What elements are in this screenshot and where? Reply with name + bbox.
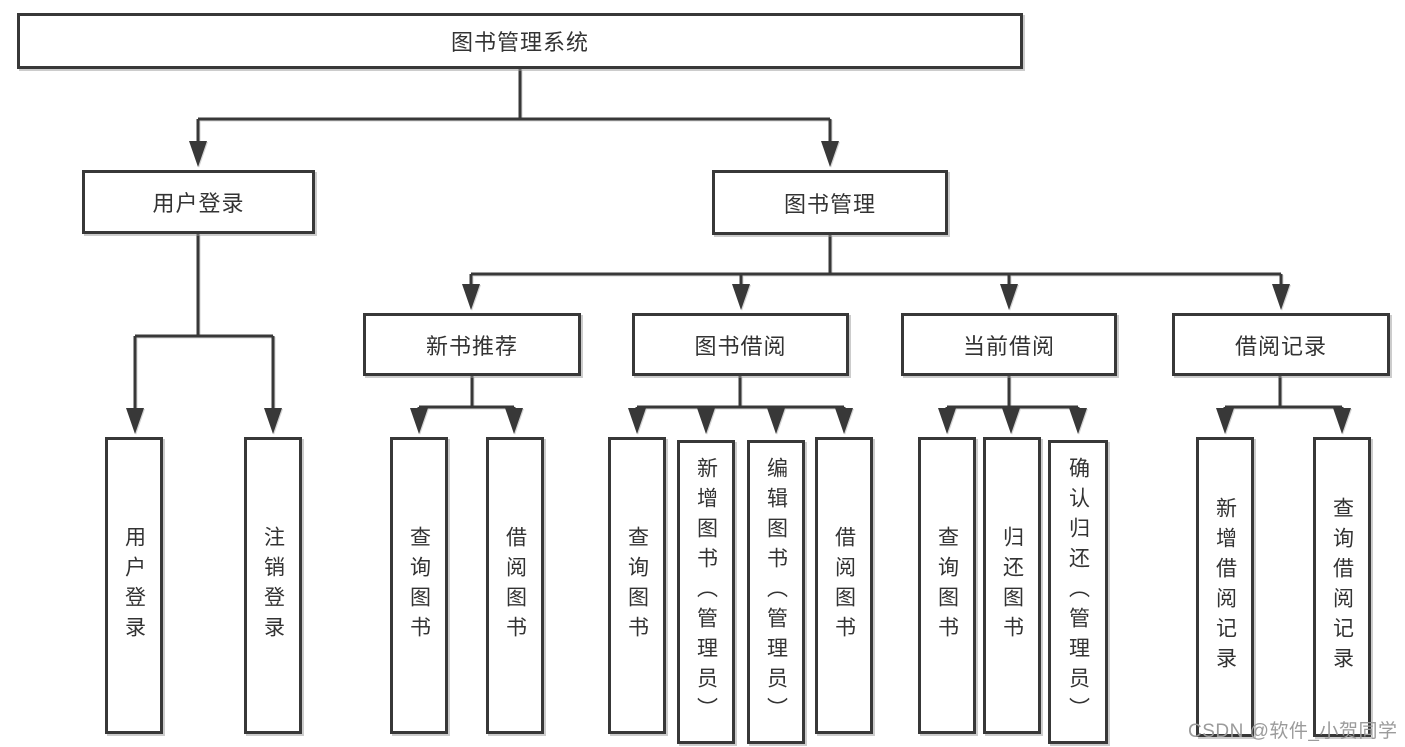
leaf-edit-books-admin-label: 编辑图书（管理员） xyxy=(764,457,788,727)
node-borrowing-records: 借阅记录 xyxy=(1172,313,1390,376)
leaf-borrow-books-2: 借阅图书 xyxy=(815,437,873,734)
leaf-logout-label: 注销登录 xyxy=(261,525,285,646)
leaf-add-books-admin-label: 新增图书（管理员） xyxy=(694,457,718,727)
leaf-query-books-1: 查询图书 xyxy=(390,437,448,734)
node-new-book-recommend-label: 新书推荐 xyxy=(425,333,518,359)
leaf-return-books-label: 归还图书 xyxy=(1000,525,1024,646)
node-user-login-label: 用户登录 xyxy=(152,191,245,216)
leaf-query-borrow-record: 查询借阅记录 xyxy=(1313,437,1371,737)
leaf-add-books-admin: 新增图书（管理员） xyxy=(677,440,735,744)
leaf-user-login: 用户登录 xyxy=(105,437,163,734)
leaf-query-borrow-record-label: 查询借阅记录 xyxy=(1330,497,1354,677)
leaf-query-books-1-label: 查询图书 xyxy=(407,525,431,646)
node-current-borrowing: 当前借阅 xyxy=(901,313,1117,376)
leaf-logout: 注销登录 xyxy=(244,437,302,734)
leaf-add-borrow-record: 新增借阅记录 xyxy=(1196,437,1254,737)
leaf-query-books-2: 查询图书 xyxy=(608,437,666,734)
node-current-borrowing-label: 当前借阅 xyxy=(962,333,1055,359)
leaf-borrow-books-1-label: 借阅图书 xyxy=(503,525,527,646)
node-root: 图书管理系统 xyxy=(17,13,1023,69)
leaf-query-books-2-label: 查询图书 xyxy=(625,525,649,646)
node-book-management-label: 图书管理 xyxy=(783,191,876,217)
watermark: CSDN @软件_小贺同学 xyxy=(1188,721,1398,742)
leaf-confirm-return-admin-label: 确认归还（管理员） xyxy=(1066,457,1090,727)
node-root-label: 图书管理系统 xyxy=(450,30,589,55)
leaf-add-borrow-record-label: 新增借阅记录 xyxy=(1213,497,1237,677)
leaf-query-books-3-label: 查询图书 xyxy=(935,525,959,646)
node-new-book-recommend: 新书推荐 xyxy=(363,313,581,376)
node-borrowing-records-label: 借阅记录 xyxy=(1234,333,1327,359)
leaf-return-books: 归还图书 xyxy=(983,437,1041,734)
node-book-borrowing: 图书借阅 xyxy=(632,313,849,376)
leaf-borrow-books-1: 借阅图书 xyxy=(486,437,544,734)
leaf-confirm-return-admin: 确认归还（管理员） xyxy=(1048,440,1108,744)
leaf-borrow-books-2-label: 借阅图书 xyxy=(832,525,856,646)
node-book-borrowing-label: 图书借阅 xyxy=(694,333,787,359)
node-book-management: 图书管理 xyxy=(712,170,948,235)
leaf-edit-books-admin: 编辑图书（管理员） xyxy=(747,440,805,744)
node-user-login: 用户登录 xyxy=(82,170,315,234)
leaf-user-login-label: 用户登录 xyxy=(122,525,146,646)
leaf-query-books-3: 查询图书 xyxy=(918,437,976,734)
